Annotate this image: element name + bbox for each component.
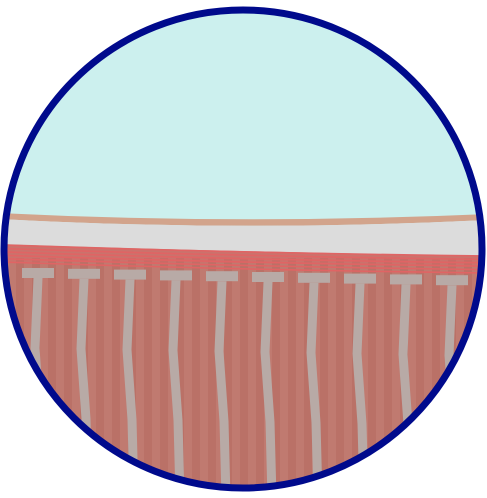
muscle-stripe [208, 258, 216, 498]
t-pillar-cap [298, 273, 330, 283]
muscle-stripe [464, 258, 472, 498]
muscle-stripe [288, 258, 296, 498]
muscle-stripe [368, 258, 376, 498]
t-pillar-cap [252, 272, 284, 282]
muscle-stripe [144, 258, 152, 498]
muscle-stripe [112, 258, 120, 498]
t-pillar-cap [68, 269, 100, 279]
t-pillar-cap [114, 270, 146, 280]
t-pillar-cap [206, 271, 238, 281]
muscle-stripe [432, 258, 440, 498]
muscle-stripe [192, 258, 200, 498]
muscle-stripe [16, 258, 24, 498]
t-pillar-cap [160, 270, 192, 280]
t-pillar-cap [390, 274, 422, 284]
muscle-stripe [96, 258, 104, 498]
muscle-stripe [384, 258, 392, 498]
muscle-stripe [160, 258, 168, 498]
t-pillar-cap [344, 274, 376, 284]
muscle-stripe [240, 258, 248, 498]
muscle-stripe [48, 258, 56, 498]
t-pillar-cap [22, 268, 54, 278]
muscle-stripe [336, 258, 344, 498]
t-pillar-cap [436, 275, 468, 285]
muscle-stripe [416, 258, 424, 498]
muscle-stripe [64, 258, 72, 498]
sky-region [0, 0, 487, 240]
